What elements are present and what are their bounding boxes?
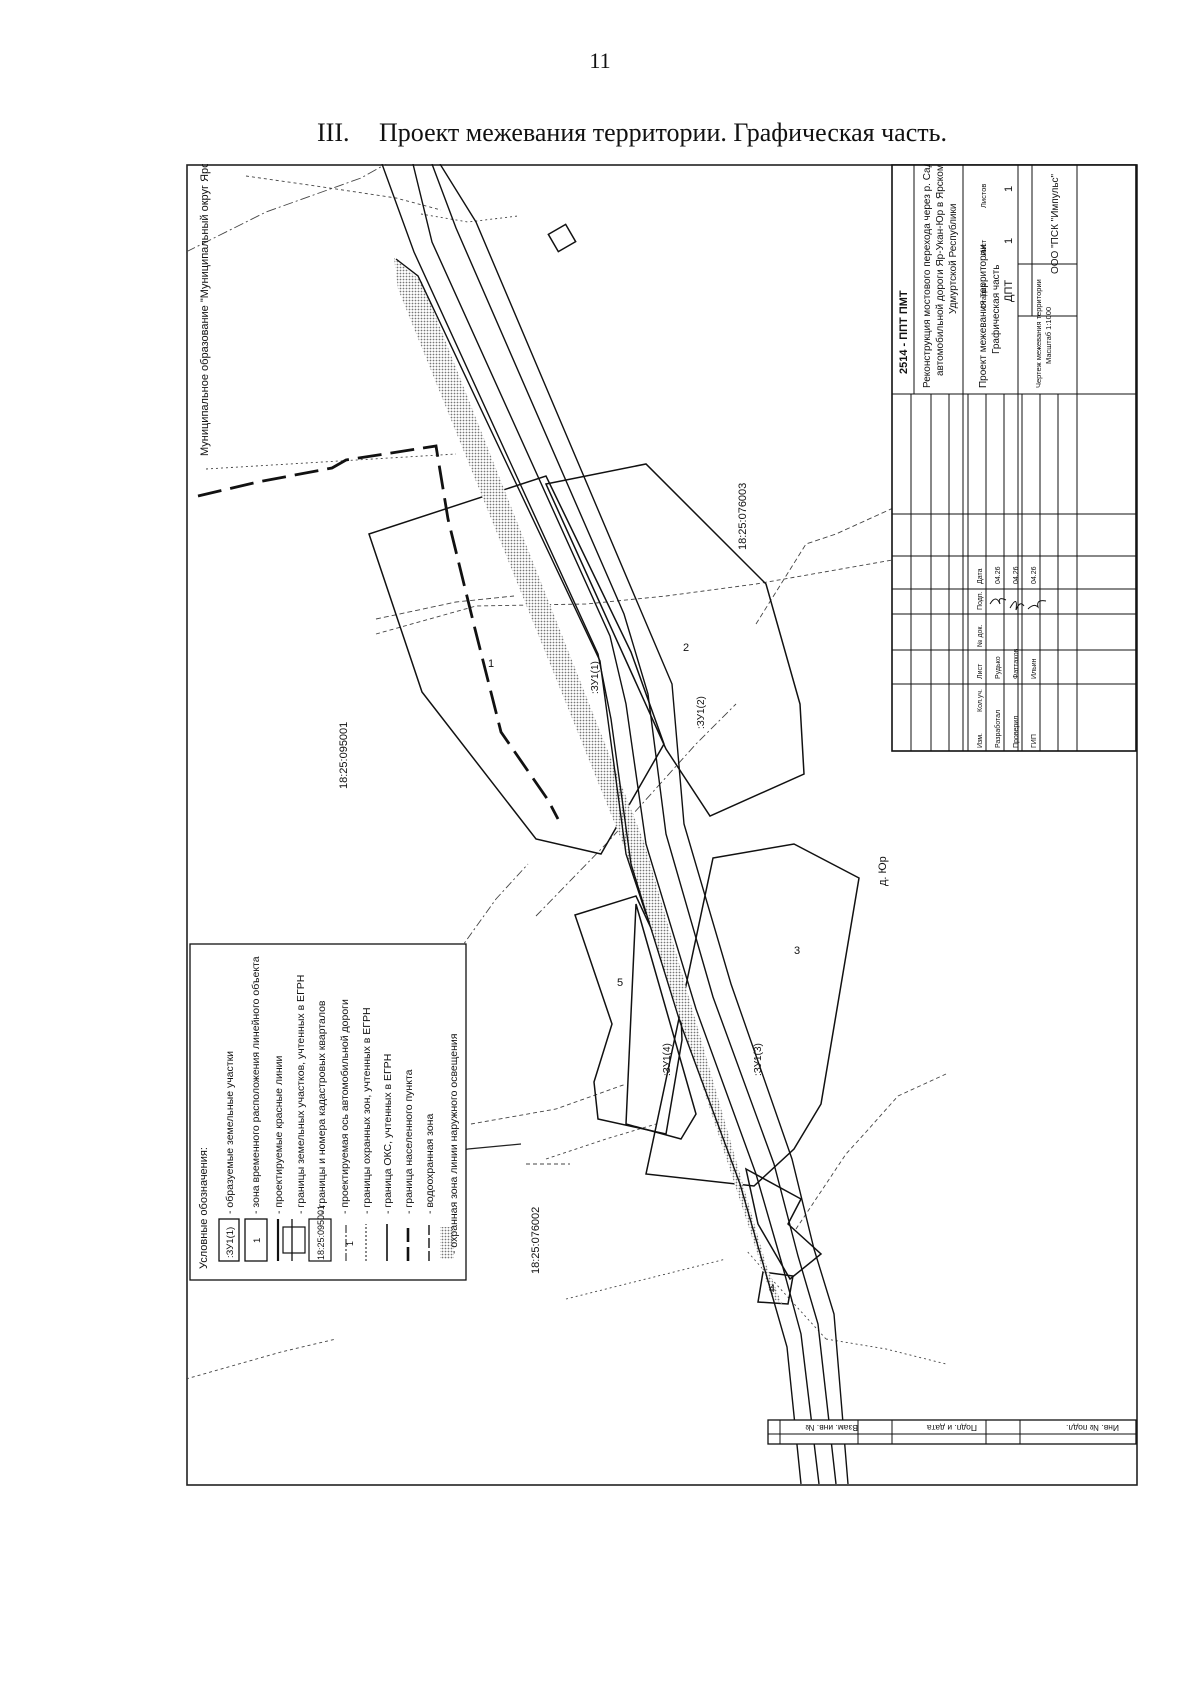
drawing-sheet: Муниципальное образование "Муниципальный… — [186, 164, 1138, 1486]
legend-text-2: - зона временного расположения линейного… — [250, 956, 262, 1214]
parcel-1-outline — [368, 475, 665, 855]
village-label: д. Юр — [877, 856, 889, 886]
legend-text-8: - граница ОКС, учтенных в ЕГРН — [382, 1054, 394, 1214]
sheets-header: Листов — [979, 184, 988, 208]
legend-text-6: - проектируемая ось автомобильной дороги — [339, 999, 351, 1214]
svg-text:1: 1 — [252, 1238, 263, 1243]
sig-header-izm: Изм. — [977, 733, 984, 748]
legend-text-9: - граница населенного пункта — [403, 1069, 415, 1214]
sheet-value: 1 — [1003, 238, 1015, 244]
stamp-original-inv: Инв. № подл. — [1066, 1423, 1119, 1433]
svg-text::ЗУ1(1): :ЗУ1(1) — [225, 1227, 236, 1258]
legend-zone-symbol — [244, 1218, 268, 1262]
legend-text-11: - охранная зона линии наружного освещени… — [448, 1034, 460, 1254]
sig-header-kol: Кол.уч. — [977, 689, 984, 712]
quarter-label-095001: 18:25:095001 — [338, 722, 350, 789]
parcel-2-outline — [544, 463, 805, 817]
stage-value: ДПТ — [1003, 280, 1015, 302]
parcel-label-3: 3 — [794, 945, 800, 957]
title-block: 2514 - ППТ ПМТ Реконструкция мостового п… — [891, 164, 1137, 752]
legend-quarter-symbol — [308, 1218, 332, 1262]
zone-4b-outline — [744, 1167, 823, 1281]
section-heading: III. Проект межевания территории. Графиче… — [317, 118, 947, 148]
quarter-label-076002: 18:25:076002 — [530, 1207, 542, 1274]
parcel-label-5: 5 — [617, 977, 623, 989]
stage-header: Стадия — [979, 283, 988, 309]
legend-box — [189, 943, 467, 1281]
part-name-line-2: Графическая часть — [990, 265, 1002, 354]
role-developer: Разработал — [994, 710, 1002, 748]
date-gip: 04.26 — [1031, 566, 1038, 584]
page-number: 11 — [589, 48, 611, 73]
legend-text-1: - образуемые земельные участки — [224, 1051, 236, 1214]
signature-developer — [989, 598, 1007, 605]
municipality-label: Муниципальное образование "Муниципальный… — [199, 164, 211, 456]
legend-plot-symbol — [218, 1218, 240, 1262]
parcel-label-2: 2 — [683, 642, 689, 654]
name-gip: Ильин — [1031, 658, 1038, 679]
zone-4a-outline — [625, 903, 697, 1140]
legend-text-5: - границы и номера кадастровых кварталов — [316, 1000, 328, 1214]
svg-text:18:25:095001: 18:25:095001 — [316, 1205, 326, 1260]
legend-lighting-symbol — [440, 1227, 454, 1259]
stamp-signature-date: Подп. и дата — [927, 1423, 977, 1433]
signature-gip — [1027, 600, 1047, 610]
legend: Условные обозначения: :ЗУ1(1) 1 18:25:09… — [189, 943, 467, 1281]
project-name-line-2: автомобильной дороги Яр-Укан-Юр в Ярском… — [934, 164, 946, 376]
section-title: Проект межевания территории. Графическая… — [379, 118, 947, 147]
quarter-label-076003: 18:25:076003 — [737, 483, 749, 550]
sig-header-date: Дата — [977, 568, 984, 584]
name-developer: Рудько — [995, 656, 1002, 679]
company-name: ООО "ПСК "Импульс" — [1050, 173, 1061, 274]
date-checker: 04.26 — [1013, 566, 1020, 584]
sheet-header: Лист — [979, 239, 988, 256]
plot-label-zu1-3: :ЗУ1(3) — [753, 1043, 764, 1076]
cadastral-drawing: Муниципальное образование "Муниципальный… — [186, 164, 1138, 1486]
name-checker: Фаттахов — [1013, 648, 1020, 679]
settlement-boundary — [197, 444, 560, 820]
plot-label-zu1-2: :ЗУ1(2) — [696, 696, 707, 729]
date-developer: 04.26 — [995, 566, 1002, 584]
role-gip: ГИП — [1031, 734, 1038, 748]
sig-header-list: Лист — [977, 663, 984, 679]
legend-text-3: - проектируемые красные линии — [273, 1055, 285, 1214]
project-name-line-3: Удмуртской Республики — [947, 204, 959, 314]
parcel-3-outline — [645, 843, 860, 1187]
part-name-line-1: Проект межевания территории — [978, 244, 989, 388]
legend-text-10: - водоохранная зона — [424, 1114, 436, 1214]
margin-stamp: Взам. инв. № Подп. и дата Инв. № подл. — [767, 1419, 1137, 1445]
section-roman: III. — [317, 118, 350, 147]
background-boundaries — [186, 164, 987, 1380]
drawing-name-line-1: Чертеж межевания территории — [1034, 279, 1043, 388]
sig-header-doc: № док. — [977, 625, 984, 647]
signature-checker — [1009, 601, 1025, 611]
drawing-name-line-2: Масштаб 1:1000 — [1044, 307, 1053, 364]
svg-text:1: 1 — [345, 1241, 355, 1246]
water-protection-zone — [394, 258, 782, 1304]
road-corridor — [381, 164, 849, 1485]
drawing-frame — [186, 164, 1138, 1486]
signatures — [989, 598, 1047, 611]
parcel-label-4: 4 — [769, 1283, 775, 1295]
stamp-replacement-inv: Взам. инв. № — [805, 1423, 858, 1433]
legend-text-7: - границы охранных зон, учтенных в ЕГРН — [361, 1007, 373, 1214]
sig-header-podp: Подп. — [977, 591, 984, 610]
plot-label-zu1-1: :ЗУ1(1) — [590, 661, 601, 694]
parcel-label-1: 1 — [488, 658, 494, 670]
parcel-4-outline — [757, 1271, 794, 1305]
legend-parcel-box-symbol — [282, 1226, 306, 1254]
project-name-line-1: Реконструкция мостового перехода через р… — [922, 164, 933, 388]
role-checker: Проверил — [1013, 716, 1020, 748]
plot-label-zu1-4: :ЗУ1(4) — [662, 1043, 673, 1076]
legend-title: Условные обозначения: — [198, 1147, 210, 1269]
legend-text-4: - границы земельных участков, учтенных в… — [295, 975, 307, 1214]
project-code: 2514 - ППТ ПМТ — [898, 290, 910, 374]
sheets-value: 1 — [1003, 186, 1015, 192]
oks-building — [547, 223, 577, 253]
